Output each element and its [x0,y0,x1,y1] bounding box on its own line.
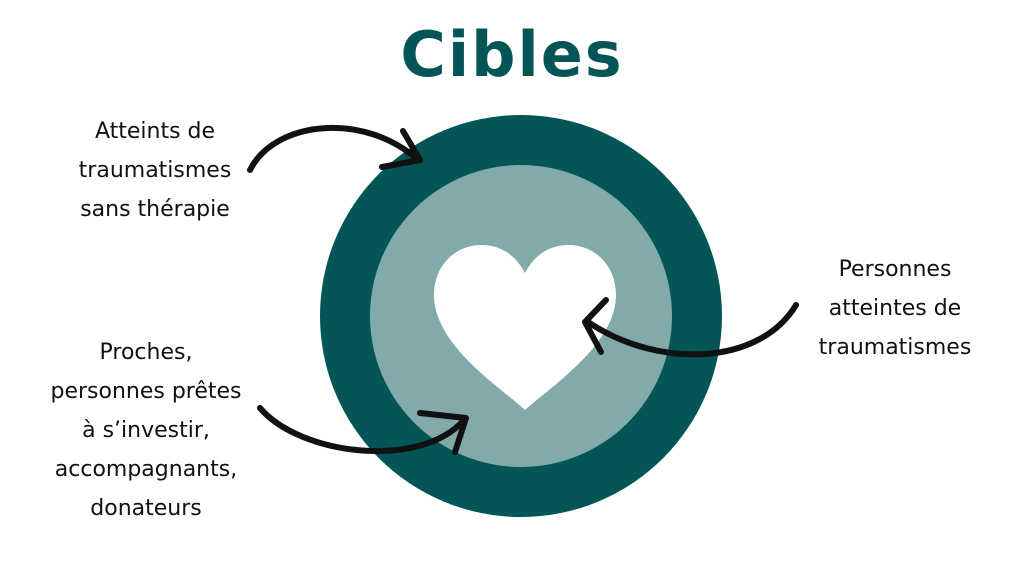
target-label-traumatised-persons: Personnes atteintes de traumatismes [800,250,990,367]
label-line: traumatismes [818,335,972,360]
label-line: accompagnants, [54,457,238,482]
target-label-relatives-supporters: Proches, personnes prêtes à s’investir, … [28,333,264,528]
label-line: traumatismes [78,158,232,183]
arrow-right [582,297,799,358]
arrow-bottom-left [257,405,469,455]
page-title: Cibles [400,18,624,91]
label-line: Atteints de [94,119,216,144]
heart-icon [434,245,616,410]
label-line: sans thérapie [80,197,230,222]
label-line: personnes prêtes [50,379,242,404]
label-line: Personnes [838,257,952,282]
target-label-traumatised-without-therapy: Atteints de traumatismes sans thérapie [60,112,250,229]
label-line: donateurs [90,496,202,521]
arrow-top-left [247,124,423,173]
label-line: Proches, [99,340,193,365]
label-line: à s’investir, [82,418,210,443]
label-line: atteintes de [828,296,962,321]
